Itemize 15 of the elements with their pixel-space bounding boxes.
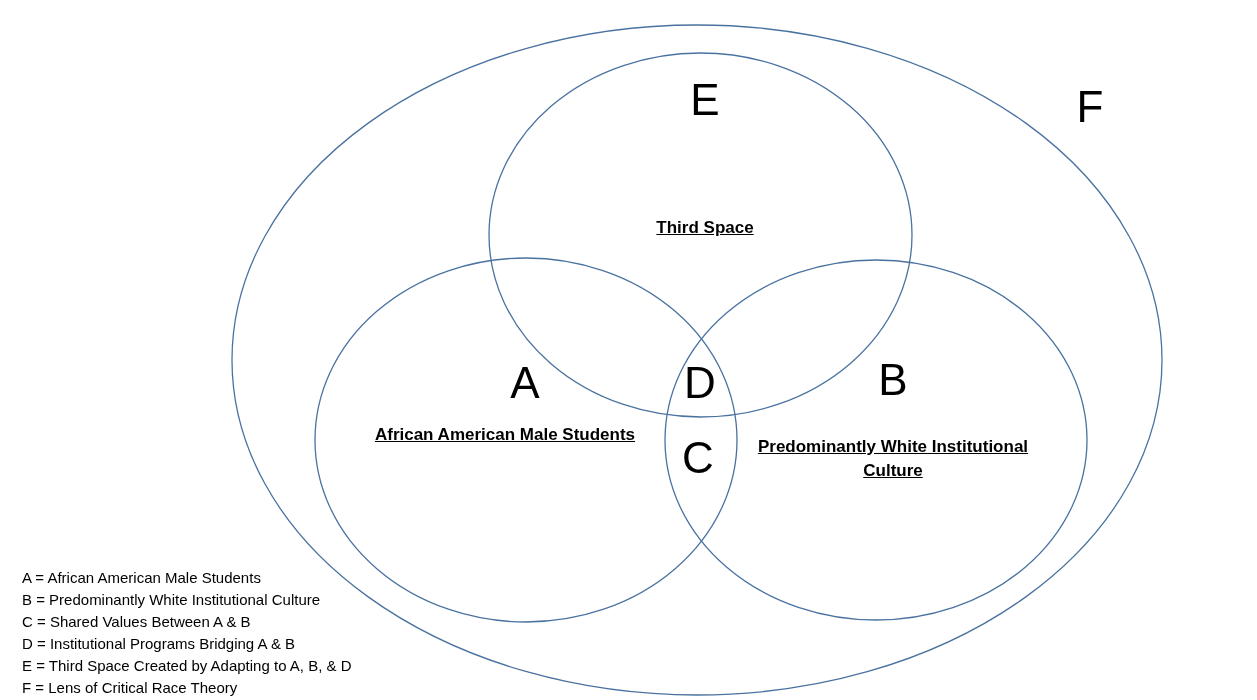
region-letter: F [1075,82,1105,132]
legend-text: A = African American Male Students [22,568,261,588]
legend-text: B = Predominantly White Institutional Culture [22,590,321,610]
legend-text: F = Lens of Critical Race Theory [22,678,238,698]
legend-text: D = Institutional Programs Bridging A & B [22,634,296,654]
region-letter: B [877,355,909,405]
legend-text: C = Shared Values Between A & B [22,612,251,632]
region-label: Third Space [655,217,755,239]
region-label: Predominantly White Institutional Culture [756,436,1030,482]
region-letter: C [681,433,715,483]
region-letter: D [683,358,717,408]
region-label: African American Male Students [373,424,637,446]
legend-text: E = Third Space Created by Adapting to A, B, & D [22,656,352,676]
region-letter: A [509,358,541,408]
region-letter: E [689,75,721,125]
